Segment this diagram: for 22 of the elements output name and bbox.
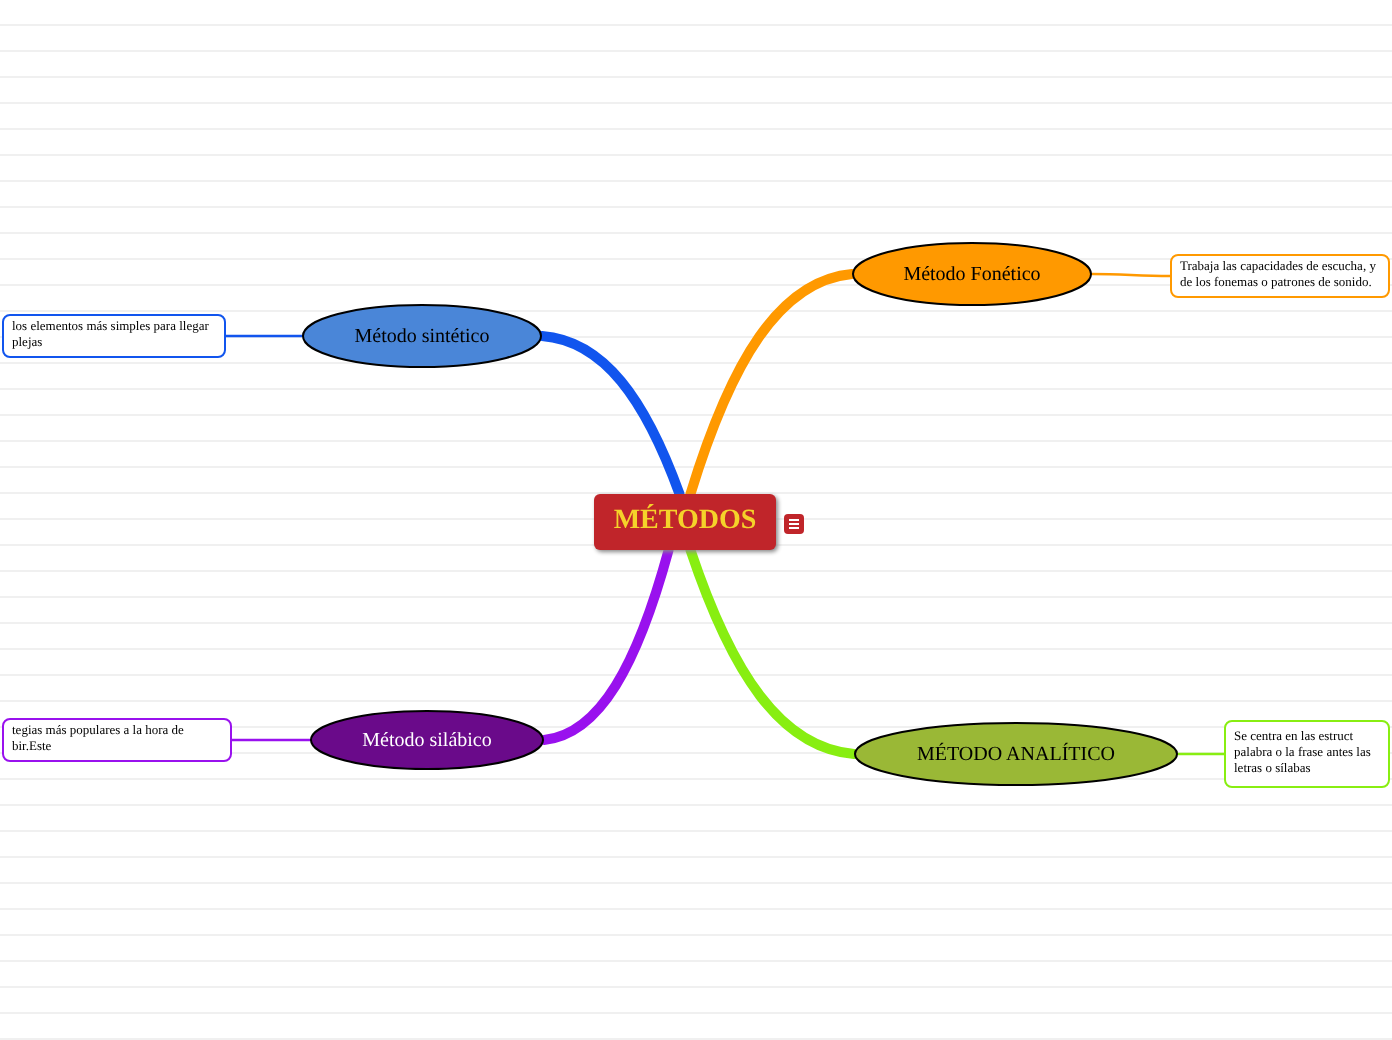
- branch-connector: [539, 545, 674, 745]
- topic-label: Método sintético: [354, 325, 490, 347]
- branch-connector: [685, 545, 859, 759]
- connector-line: [1090, 272, 1172, 278]
- connector-line: [224, 334, 304, 338]
- topic-ellipse: [854, 722, 1178, 786]
- topic-ellipse: [302, 304, 542, 368]
- topic-label: MÉTODOS: [613, 506, 757, 538]
- topic-label: MÉTODO ANALÍTICO: [917, 743, 1115, 765]
- note-box: [1170, 254, 1390, 298]
- connector-line: [1176, 752, 1226, 756]
- note-box: [2, 718, 232, 762]
- central-topic-box: [594, 494, 776, 550]
- topic-ellipse: [852, 242, 1092, 306]
- topic-label: Método silábico: [362, 729, 492, 751]
- branch-connector: [537, 331, 685, 499]
- note-box: [2, 314, 226, 358]
- topic-label: Método Fonético: [903, 263, 1041, 285]
- connector-line: [230, 738, 312, 742]
- branch-connector: [685, 269, 857, 499]
- note-box: [1224, 720, 1390, 788]
- topic-ellipse: [310, 710, 544, 770]
